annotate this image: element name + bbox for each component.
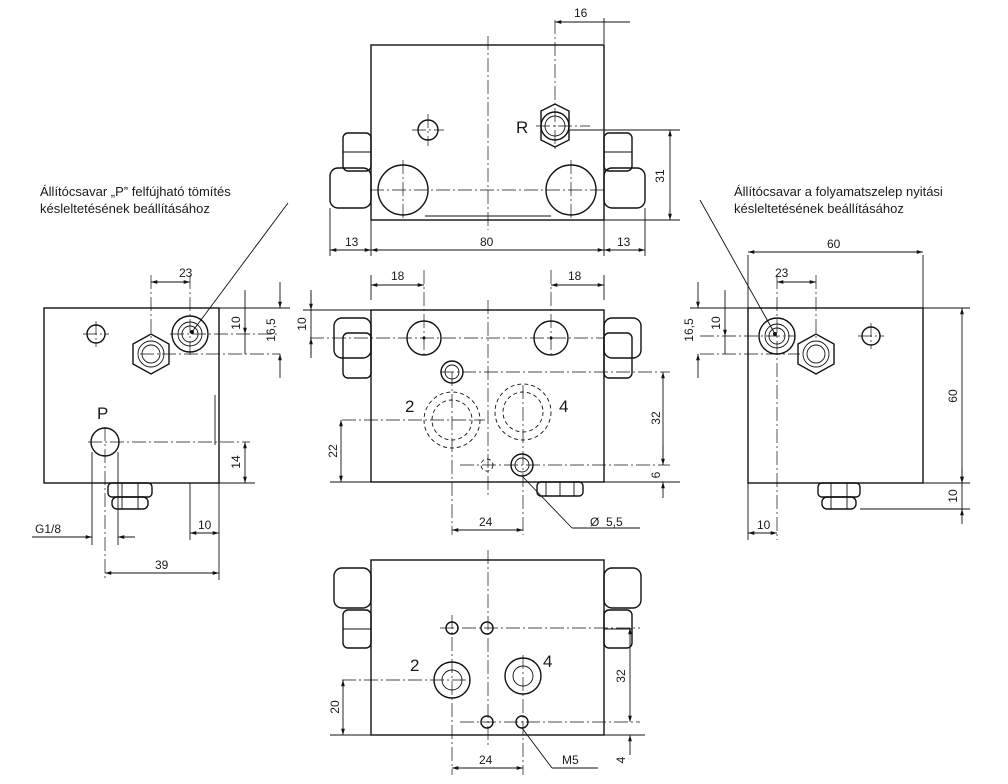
dim-bottom-20: 20 bbox=[328, 700, 342, 714]
port-label-4-bottom: 4 bbox=[543, 652, 552, 671]
annotations: Állítócsavar „P” felfújható tömítés késl… bbox=[40, 184, 943, 336]
dim-front-18-right: 18 bbox=[568, 269, 582, 283]
port-label-2-bottom: 2 bbox=[410, 656, 419, 675]
dim-left-g1-8: G1/8 bbox=[35, 522, 61, 536]
dim-front-32: 32 bbox=[649, 411, 663, 425]
port-label-p: P bbox=[97, 404, 108, 423]
dim-right-60-vertical: 60 bbox=[946, 389, 960, 403]
dim-bottom-32: 32 bbox=[614, 669, 628, 683]
dim-right-10: 10 bbox=[709, 316, 723, 330]
dim-bottom-m5: M5 bbox=[562, 753, 579, 767]
dim-left-14: 14 bbox=[229, 455, 243, 469]
bottom-view: 32 20 24 M5 4 2 4 bbox=[328, 550, 645, 775]
diameter-symbol: Ø bbox=[590, 515, 599, 529]
port-label-2-front: 2 bbox=[405, 397, 414, 416]
port-label-r: R bbox=[516, 118, 528, 137]
dim-top-13-left: 13 bbox=[345, 235, 359, 249]
dim-front-24: 24 bbox=[479, 515, 493, 529]
dim-top-16: 16 bbox=[574, 6, 588, 20]
left-view: 23 10 16,5 14 G1/8 10 39 P bbox=[32, 266, 290, 580]
dim-front-5-5: 5,5 bbox=[606, 515, 623, 529]
dim-right-16-5: 16,5 bbox=[682, 318, 696, 342]
note-left-line-1: Állítócsavar „P” felfújható tömítés bbox=[40, 184, 231, 199]
dim-left-16-5: 16,5 bbox=[264, 318, 278, 342]
dim-top-80: 80 bbox=[480, 235, 494, 249]
dim-top-31: 31 bbox=[653, 169, 667, 183]
dim-right-23: 23 bbox=[775, 266, 789, 280]
right-view: 60 23 16,5 10 60 10 10 bbox=[682, 237, 970, 540]
dim-top-13-right: 13 bbox=[617, 235, 631, 249]
dim-front-22: 22 bbox=[326, 444, 340, 458]
dim-left-39: 39 bbox=[155, 558, 169, 572]
dim-front-18-left: 18 bbox=[391, 269, 405, 283]
top-view: 16 31 13 80 13 R bbox=[329, 6, 680, 256]
dim-left-10: 10 bbox=[229, 316, 243, 330]
note-left-line-2: késleltetésének beállításához bbox=[40, 201, 210, 216]
dim-right-60-top: 60 bbox=[827, 237, 841, 251]
front-view: 18 18 10 22 32 6 24 Ø 5,5 2 4 bbox=[295, 269, 680, 535]
dim-right-10-vertical: 10 bbox=[946, 489, 960, 503]
dim-bottom-4: 4 bbox=[614, 756, 628, 763]
dim-front-10: 10 bbox=[295, 317, 309, 331]
dim-front-6: 6 bbox=[649, 471, 663, 478]
dim-bottom-24: 24 bbox=[479, 753, 493, 767]
dim-left-10-bottom: 10 bbox=[198, 518, 212, 532]
dim-right-10-bottom: 10 bbox=[757, 518, 771, 532]
note-right-line-1: Állítócsavar a folyamatszelep nyitási bbox=[734, 184, 943, 199]
port-label-4-front: 4 bbox=[559, 397, 568, 416]
note-right-line-2: késleltetésének beállításához bbox=[734, 201, 904, 216]
dim-left-23: 23 bbox=[179, 266, 193, 280]
